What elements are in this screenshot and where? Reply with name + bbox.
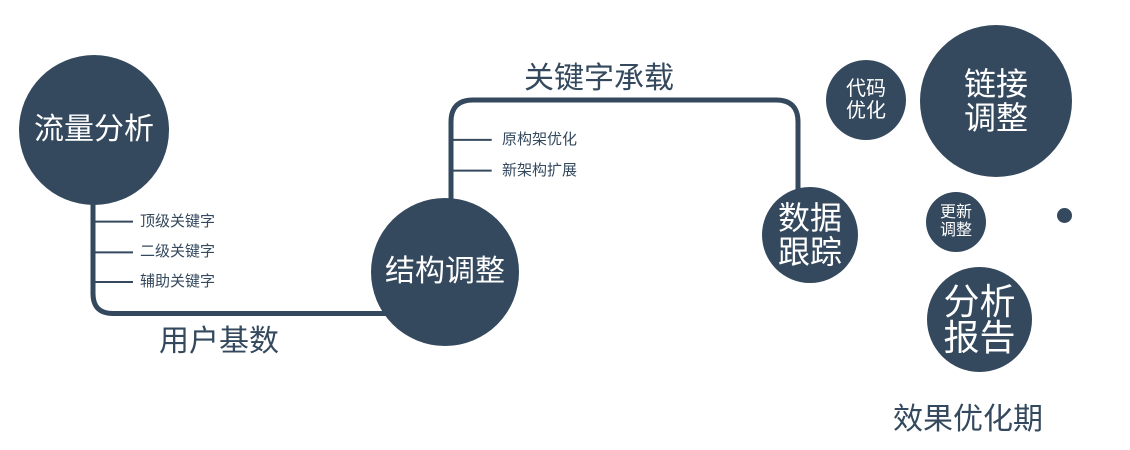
node-link-adjustment-label: 链接 调整 xyxy=(963,66,1028,136)
node-traffic-analysis: 流量分析 xyxy=(19,55,169,205)
edge-label-user-base: 用户基数 xyxy=(159,325,279,358)
node-code-optimization-label: 代码 优化 xyxy=(846,78,886,122)
branch-label-original-architecture: 原构架优化 xyxy=(502,131,578,148)
branch-label-secondary-keyword: 二级关键字 xyxy=(140,243,216,260)
node-structure-adjustment-label: 结构调整 xyxy=(385,255,505,288)
branch-label-top-keyword: 顶级关键字 xyxy=(140,213,216,230)
node-data-tracking: 数据 跟踪 xyxy=(762,187,858,283)
node-traffic-analysis-label: 流量分析 xyxy=(34,113,154,146)
branch-label-auxiliary-keyword: 辅助关键字 xyxy=(140,273,216,290)
node-code-optimization: 代码 优化 xyxy=(826,60,906,140)
edge-traffic-to-structure xyxy=(90,198,388,316)
edge-structure-to-tracking xyxy=(448,97,801,200)
edge-label-effect-phase: 效果优化期 xyxy=(893,403,1043,436)
node-update-adjustment-label: 更新 调整 xyxy=(939,204,972,239)
node-update-adjustment: 更新 调整 xyxy=(926,192,986,252)
node-analysis-report-label: 分析 报告 xyxy=(943,280,1016,358)
node-data-tracking-label: 数据 跟踪 xyxy=(777,200,842,270)
node-link-adjustment: 链接 调整 xyxy=(920,25,1072,177)
decorative-dot xyxy=(1057,208,1072,223)
branch-label-new-architecture: 新架构扩展 xyxy=(502,162,578,179)
edge-label-keyword-load: 关键字承载 xyxy=(524,62,674,95)
node-analysis-report: 分析 报告 xyxy=(927,267,1032,372)
node-structure-adjustment: 结构调整 xyxy=(371,198,519,346)
